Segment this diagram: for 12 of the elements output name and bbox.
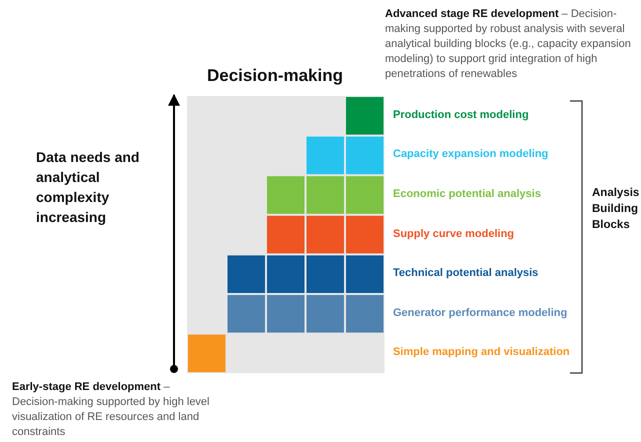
- bracket-label: Analysis Building Blocks: [592, 186, 640, 233]
- title: Decision-making: [206, 66, 344, 86]
- description-text: Advanced stage RE development – Decision-making supported by robust analysis with several analytical building blocks (e.g., capacity expansion modeling) to support grid integration of high penetrations of renewables: [385, 7, 632, 82]
- row-label: Technical potential analysis: [393, 267, 540, 280]
- row-label: Capacity expansion modeling: [393, 148, 550, 160]
- row-label: Economic potential analysis: [393, 188, 542, 200]
- row-label: Generator performance modeling: [393, 306, 567, 319]
- description-text: Early-stage RE development – Decision-making supported by high level visualization of RE resources and land constraints: [12, 380, 210, 440]
- axis-label: Data needs and analytical complexity increasing: [36, 148, 140, 227]
- row-label: Supply curve modeling: [393, 228, 516, 240]
- row-label: Production cost modeling: [393, 108, 530, 121]
- row-label: Simple mapping and visualization: [393, 346, 567, 358]
